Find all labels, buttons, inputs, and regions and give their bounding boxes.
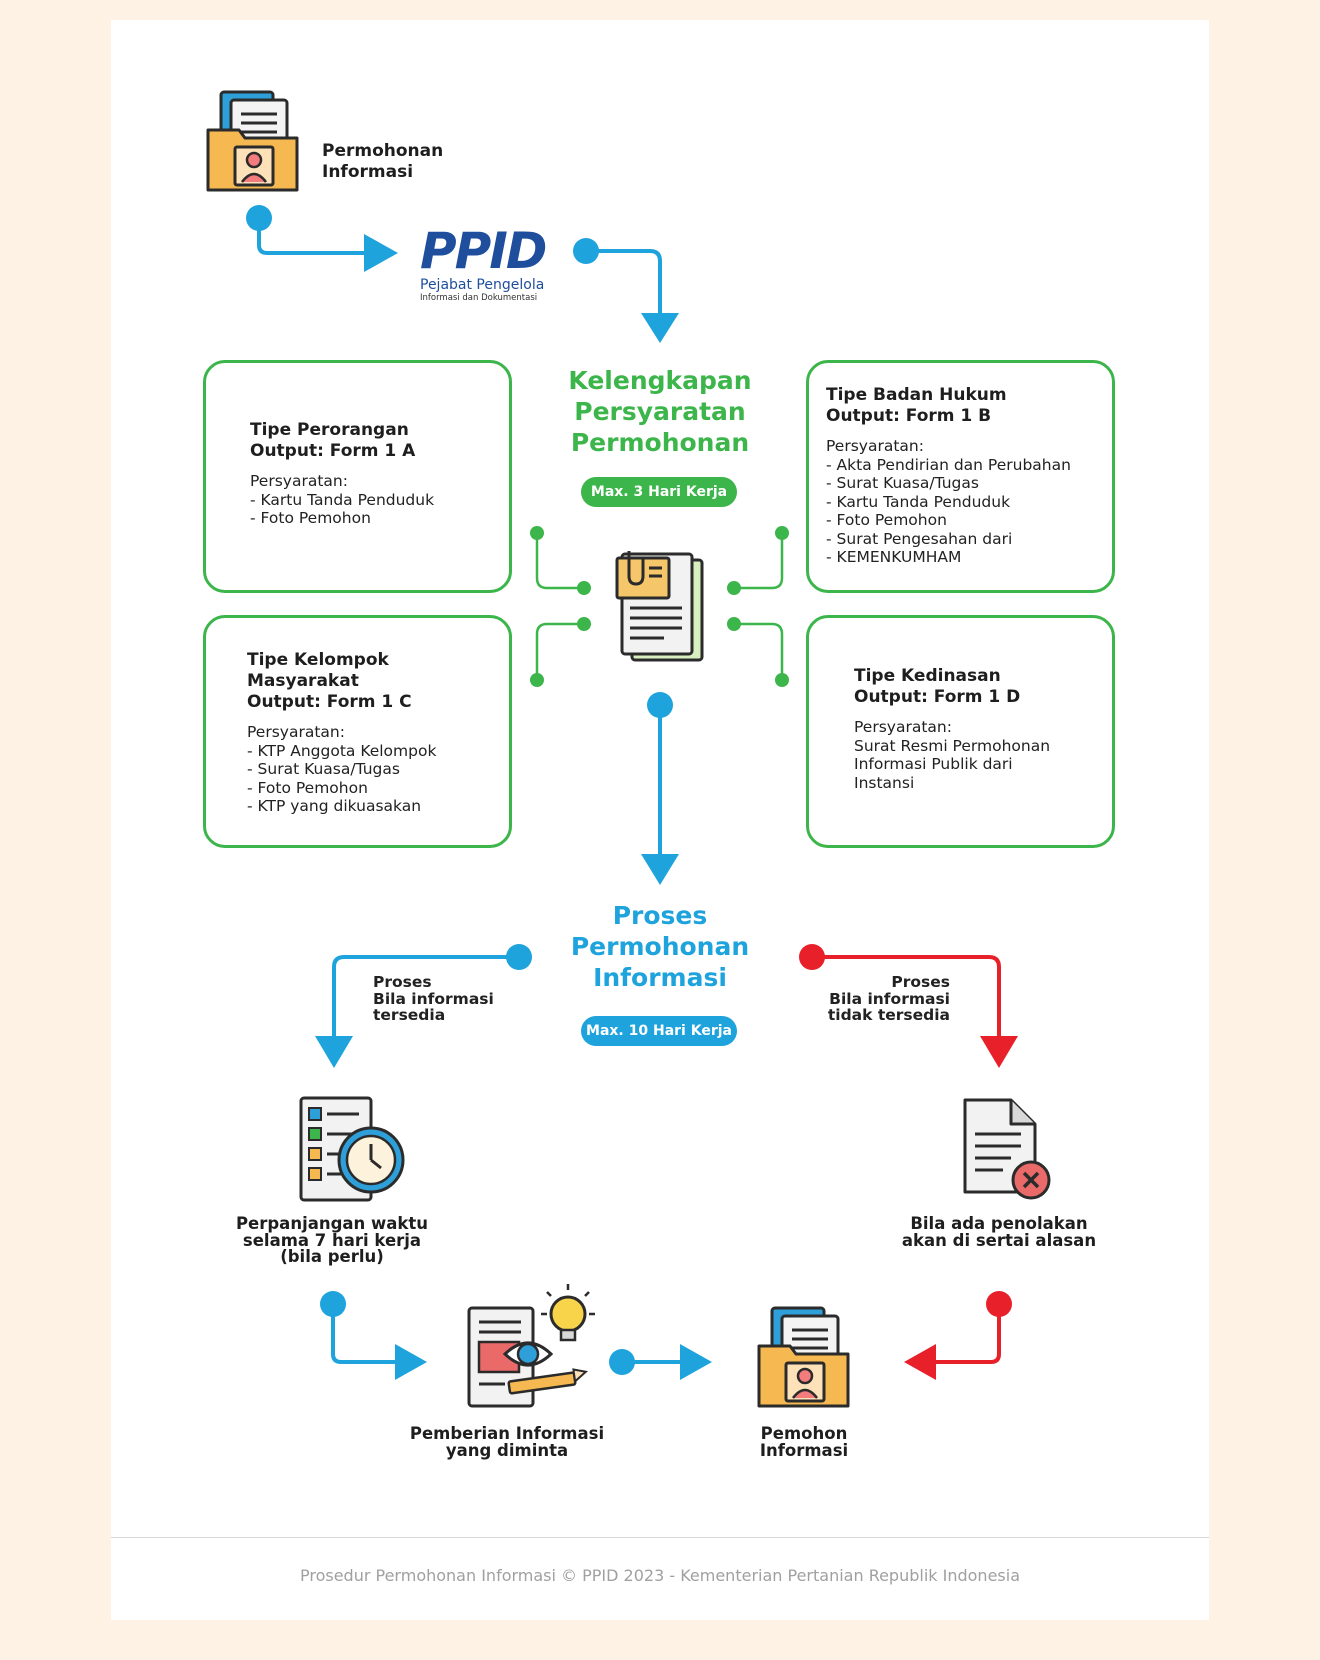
- box-kelompok-item: Surat Kuasa/Tugas: [247, 760, 436, 779]
- box-kedinasan-item: Surat Resmi Permohonan: [854, 736, 1051, 755]
- connector-ppid-to-kelengkapan: [573, 238, 679, 343]
- checklist-clock-icon: [299, 1096, 405, 1202]
- extension-line2: selama 7 hari kerja: [242, 1230, 422, 1250]
- box-badan-hukum-item: Foto Pemohon: [826, 511, 1071, 530]
- ppid-logo-word: PPID: [420, 222, 547, 280]
- branch-left-label: Proses Bila informasi tersedia: [373, 974, 494, 1024]
- branch-right-label: Proses Bila informasi tidak tersedia: [800, 974, 950, 1024]
- extension-label: Perpanjangan waktu selama 7 hari kerja (…: [232, 1214, 432, 1266]
- proses-title-line2: Permohonan: [570, 932, 750, 961]
- box-badan-hukum-item: Surat Pengesahan dari: [826, 530, 1071, 549]
- branch-left-line2: Bila informasi: [373, 989, 494, 1008]
- connector-branch-left: [315, 944, 532, 1068]
- box-badan-hukum-output: Output: Form 1 B: [826, 406, 992, 426]
- start-label-line2: Informasi: [322, 162, 414, 182]
- connector-to-proses: [641, 692, 679, 885]
- box-kelompok-item: KTP yang dikuasakan: [247, 797, 436, 816]
- rejection-line2: akan di sertai alasan: [901, 1230, 1097, 1250]
- box-perorangan-output: Output: Form 1 A: [250, 441, 416, 461]
- kelengkapan-pill: Max. 3 Hari Kerja: [581, 477, 737, 507]
- box-perorangan: Tipe Perorangan Output: Form 1 A Persyar…: [203, 360, 512, 593]
- pemberian-label: Pemberian Informasi yang diminta: [407, 1424, 607, 1460]
- box-perorangan-item: Kartu Tanda Penduduk: [250, 491, 435, 510]
- footer-text: Prosedur Permohonan Informasi © PPID 202…: [299, 1566, 1020, 1585]
- pemohon-line1: Pemohon: [760, 1424, 848, 1443]
- folder-user-icon: [206, 90, 299, 192]
- document-clip-icon: [615, 551, 704, 662]
- box-badan-hukum-item: Surat Kuasa/Tugas: [826, 474, 1071, 493]
- footer-divider: [111, 1537, 1209, 1538]
- box-badan-hukum-title: Tipe Badan Hukum: [826, 385, 1007, 405]
- extension-line1: Perpanjangan waktu: [235, 1214, 429, 1233]
- ppid-logo-subtitle: Pejabat Pengelola: [420, 277, 545, 293]
- kelengkapan-title: Kelengkapan Persyaratan Permohonan: [540, 365, 780, 458]
- folder-user-icon-bottom: [757, 1306, 850, 1408]
- branch-left-line3: tersedia: [373, 1006, 446, 1024]
- document-eye-idea-icon: [467, 1284, 595, 1408]
- connector-dots-green: [530, 526, 789, 687]
- start-label-line1: Permohonan: [322, 141, 444, 161]
- box-badan-hukum-item: Akta Pendirian dan Perubahan: [826, 456, 1071, 475]
- box-perorangan-req-label: Persyaratan:: [250, 472, 348, 490]
- pemberian-line2: yang diminta: [445, 1440, 569, 1460]
- box-kelompok-output: Output: Form 1 C: [247, 692, 412, 712]
- branch-right-line1: Proses: [891, 973, 950, 991]
- box-kelompok: Tipe Kelompok Masyarakat Output: Form 1 …: [203, 615, 512, 848]
- kelengkapan-title-line1: Kelengkapan: [568, 366, 752, 395]
- box-badan-hukum-item: KEMENKUMHAM: [826, 548, 1071, 567]
- box-kelompok-req-label: Persyaratan:: [247, 723, 345, 741]
- box-kedinasan-title: Tipe Kedinasan: [854, 666, 1001, 686]
- box-kelompok-title: Tipe Kelompok: [247, 650, 389, 670]
- box-kedinasan-output: Output: Form 1 D: [854, 687, 1021, 707]
- pemohon-line2: Informasi: [759, 1440, 849, 1460]
- proses-pill: Max. 10 Hari Kerja: [581, 1016, 737, 1046]
- box-badan-hukum: Tipe Badan Hukum Output: Form 1 B Persya…: [806, 360, 1115, 593]
- connector-branch-right: [799, 944, 1018, 1068]
- connector-extension-to-pemberian: [320, 1291, 427, 1380]
- ppid-logo: PPID Pejabat Pengelola Informasi dan Dok…: [420, 226, 560, 304]
- box-kedinasan-item: Informasi Publik dari: [854, 755, 1013, 773]
- proses-title: Proses Permohonan Informasi: [540, 900, 780, 993]
- box-kedinasan-req-label: Persyaratan:: [854, 718, 952, 736]
- proses-title-line3: Informasi: [593, 963, 727, 992]
- box-kelompok-item: KTP Anggota Kelompok: [247, 742, 437, 761]
- proses-title-line1: Proses: [612, 901, 708, 930]
- branch-right-line3: tidak tersedia: [827, 1006, 950, 1024]
- rejection-line1: Bila ada penolakan: [910, 1214, 1088, 1233]
- branch-left-line1: Proses: [373, 973, 432, 991]
- kelengkapan-title-line2: Persyaratan: [574, 397, 746, 426]
- pemohon-label: Pemohon Informasi: [704, 1424, 904, 1460]
- ppid-logo-subtitle2: Informasi dan Dokumentasi: [420, 293, 538, 303]
- rejection-label: Bila ada penolakan akan di sertai alasan: [899, 1214, 1099, 1250]
- box-kedinasan-item: Instansi: [854, 773, 915, 792]
- document-reject-icon: [963, 1098, 1051, 1200]
- box-perorangan-title: Tipe Perorangan: [250, 420, 409, 440]
- start-label: Permohonan Informasi: [322, 141, 443, 183]
- box-kelompok-title-line2: Masyarakat: [247, 671, 359, 691]
- connector-pemberian-to-pemohon: [609, 1344, 712, 1380]
- box-kelompok-item: Foto Pemohon: [247, 779, 436, 798]
- connectors-green: [535, 533, 784, 680]
- box-perorangan-item: Foto Pemohon: [250, 509, 434, 528]
- extension-line3: (bila perlu): [280, 1247, 384, 1266]
- box-badan-hukum-item: Kartu Tanda Penduduk: [826, 493, 1071, 512]
- connector-rejection-to-pemohon: [904, 1291, 1012, 1380]
- box-kedinasan: Tipe Kedinasan Output: Form 1 D Persyara…: [806, 615, 1115, 848]
- connector-start-to-ppid: [246, 205, 398, 272]
- pemberian-line1: Pemberian Informasi: [409, 1424, 605, 1443]
- branch-right-line2: Bila informasi: [829, 989, 950, 1008]
- kelengkapan-title-line3: Permohonan: [570, 428, 750, 457]
- box-badan-hukum-req-label: Persyaratan:: [826, 437, 924, 455]
